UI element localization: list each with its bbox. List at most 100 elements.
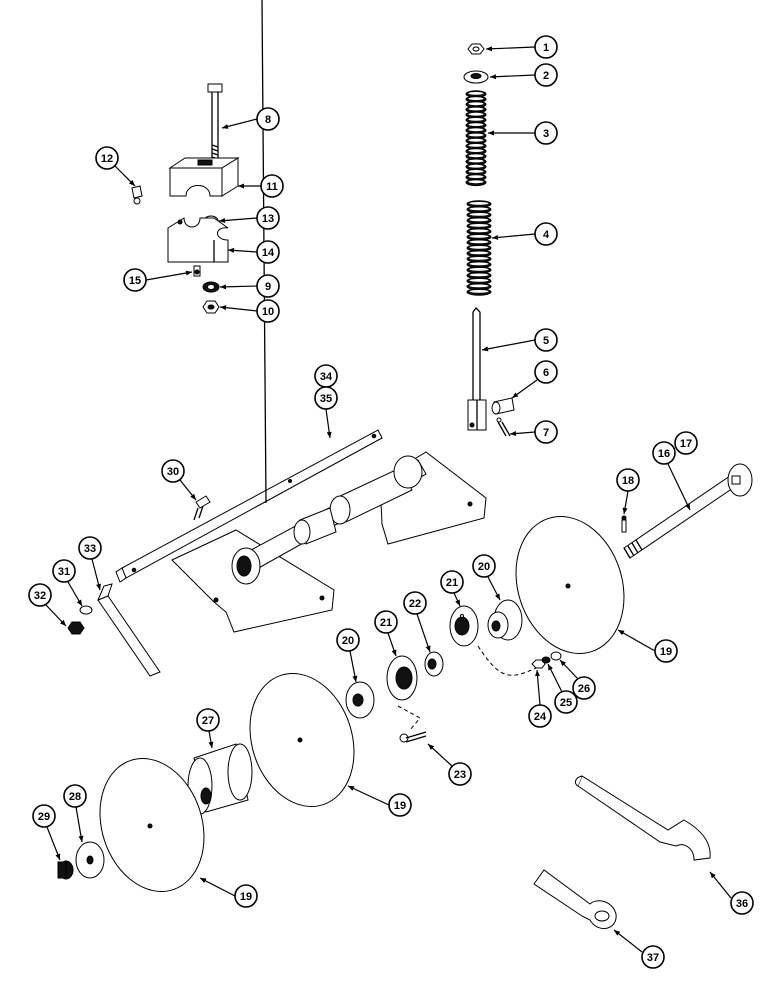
callout-label: 11 (266, 181, 278, 193)
part-housing-21-left (386, 655, 418, 701)
callout-18: 18 (616, 468, 640, 515)
callout-label: 22 (409, 598, 421, 610)
callout-label: 33 (84, 543, 96, 555)
part-bolt-8 (207, 83, 223, 160)
arrow-head (128, 179, 135, 186)
callout-circle (730, 891, 754, 915)
part-spring-4 (466, 200, 492, 296)
part-clamp-14 (167, 217, 229, 263)
spring-assembly (463, 43, 515, 437)
callout-circle (440, 570, 464, 594)
part-washer-2 (463, 70, 489, 84)
callout-24: 24 (528, 669, 552, 728)
callout-circle (256, 274, 280, 298)
callout-circle (534, 121, 558, 145)
callout-circle (403, 591, 427, 615)
part-fitting-12 (131, 185, 143, 205)
callout-circle (674, 431, 698, 455)
callout-circle (472, 554, 496, 578)
arrow-head (512, 392, 519, 398)
callout-26: 26 (559, 659, 596, 700)
callout-circle (534, 360, 558, 384)
leader-line (199, 877, 236, 897)
arrow-head (185, 270, 192, 276)
dashed-leader-23 (397, 705, 421, 731)
callout-28: 28 (63, 784, 87, 843)
arrow-head (710, 872, 716, 879)
part-washer-31 (79, 605, 93, 615)
arrow-head (96, 583, 101, 590)
callout-circle (641, 945, 665, 969)
clamp-assembly (131, 83, 240, 314)
arrow-head (560, 660, 566, 667)
callout-circle (448, 762, 472, 786)
arrow-head (60, 619, 66, 626)
callout-label: 34 (320, 371, 333, 383)
callout-label: 20 (478, 561, 490, 573)
callout-21: 21 (374, 610, 398, 657)
part-wrench-36 (574, 775, 711, 861)
callout-label: 19 (240, 891, 252, 903)
callout-label: 25 (560, 697, 572, 709)
callout-circle (388, 793, 412, 817)
leader-line (218, 217, 258, 222)
callout-4: 4 (491, 222, 558, 246)
callout-label: 19 (394, 800, 406, 812)
disc-gang (57, 516, 625, 892)
arrow-head (222, 124, 229, 129)
callout-circle (534, 63, 558, 87)
arrow-head (352, 675, 358, 682)
part-bolt-23 (399, 731, 427, 743)
arrow-head (482, 346, 489, 352)
callout-label: 31 (58, 566, 70, 578)
callout-label: 30 (167, 466, 179, 478)
arrow-head (495, 593, 500, 600)
callout-32: 32 (28, 583, 67, 627)
callout-1: 1 (485, 35, 558, 59)
callout-label: 32 (34, 590, 46, 602)
part-fitting-15 (193, 265, 201, 277)
callout-19: 19 (199, 877, 258, 908)
callout-label: 19 (660, 646, 672, 658)
part-nut-32 (67, 621, 85, 635)
callout-2: 2 (489, 63, 558, 87)
callout-label: 3 (543, 128, 549, 140)
leader-line (485, 46, 536, 50)
arrow-head (425, 645, 431, 652)
arrow-head (685, 503, 690, 510)
callout-circle (528, 704, 552, 728)
callout-circle (534, 420, 558, 444)
callout-label: 35 (320, 393, 332, 405)
callout-label: 13 (262, 213, 274, 225)
callout-37: 37 (613, 929, 665, 969)
callout-label: 1 (543, 42, 549, 54)
callout-20: 20 (336, 628, 360, 683)
callout-circle (52, 559, 76, 583)
leader-line (667, 463, 691, 511)
arrow-head (428, 744, 435, 750)
callout-circle (260, 174, 284, 198)
callout-circle (554, 690, 578, 714)
leader-line (491, 233, 536, 239)
callout-21: 21 (440, 570, 464, 607)
arrow-head (219, 218, 226, 224)
callout-6: 6 (511, 360, 558, 399)
arrow-head (190, 493, 196, 500)
callout-label: 10 (262, 306, 274, 318)
arrow-head (618, 630, 625, 636)
part-spring-3 (465, 90, 487, 187)
leader-line (145, 271, 193, 281)
leader-line (219, 306, 258, 312)
part-nut-29 (57, 860, 74, 880)
callout-27: 27 (196, 708, 220, 749)
callout-label: 6 (543, 367, 549, 379)
callout-circle (28, 583, 52, 607)
arrow-head (614, 930, 621, 936)
callout-14: 14 (227, 240, 280, 264)
callout-layer: 1234567891011121314151617181919192020212… (28, 35, 754, 969)
callout-8: 8 (221, 107, 280, 131)
callout-label: 24 (534, 711, 547, 723)
leader-line (481, 339, 536, 351)
part-wrench-37 (533, 869, 617, 929)
arrow-head (622, 507, 628, 514)
